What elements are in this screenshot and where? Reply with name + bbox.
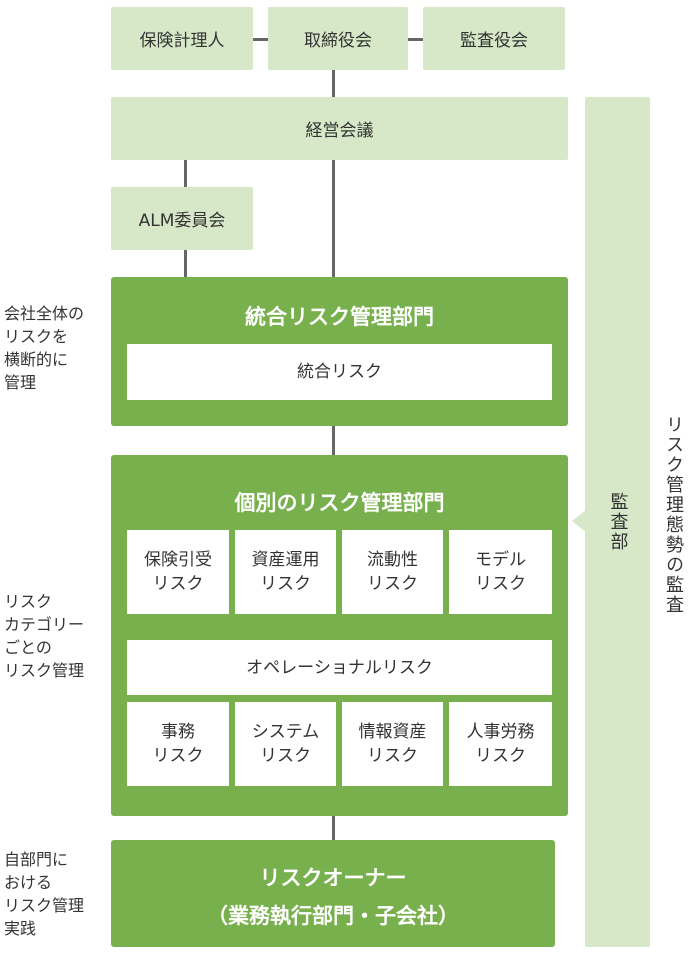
operational-risk-box: オペレーショナルリスク	[127, 640, 552, 695]
connector-board-audit	[408, 38, 423, 41]
hr-labor-risk-box: 人事労務 リスク	[449, 702, 552, 786]
audit-arrow-icon	[572, 510, 586, 532]
management-meeting-box: 経営会議	[111, 97, 568, 160]
alm-committee-box: ALM委員会	[111, 187, 253, 250]
board-box: 取締役会	[268, 7, 408, 70]
audit-department-box: 監査部	[585, 97, 650, 947]
individual-risk-department-title: 個別のリスク管理部門	[234, 491, 445, 515]
model-risk-label: モデル リスク	[475, 550, 526, 594]
hr-labor-risk-label: 人事労務 リスク	[466, 722, 535, 766]
audit-department-label: 監査部	[607, 492, 629, 552]
audit-board-box: 監査役会	[423, 7, 565, 70]
audit-scope-text: リスク管理態勢の監査	[663, 415, 684, 615]
model-risk-box: モデル リスク	[449, 530, 552, 614]
underwriting-risk-label: 保険引受 リスク	[144, 550, 212, 594]
information-asset-risk-box: 情報資産 リスク	[342, 702, 443, 786]
integrated-risk-department-title: 統合リスク管理部門	[245, 305, 434, 329]
alm-committee-label: ALM委員会	[138, 211, 226, 231]
risk-owner-subtitle: （業務執行部門・子会社）	[207, 904, 459, 928]
audit-board-label: 監査役会	[460, 31, 528, 51]
information-asset-risk-label: 情報資産 リスク	[358, 722, 427, 766]
management-meeting-label: 経営会議	[305, 121, 374, 141]
risk-owner-title: リスクオーナー	[259, 866, 407, 890]
audit-scope-label: リスク管理態勢の監査	[656, 410, 690, 620]
side-label-company-wide: 会社全体の リスクを 横断的に 管理	[4, 304, 85, 392]
individual-risk-department: 個別のリスク管理部門 保険引受 リスク 資産運用 リスク 流動性 リスク モデル…	[111, 455, 568, 816]
board-label: 取締役会	[304, 31, 372, 51]
side-label-self-department: 自部門に おける リスク管理 実践	[4, 850, 85, 938]
asset-management-risk-box: 資産運用 リスク	[235, 530, 336, 614]
connector-actuary-board	[253, 38, 268, 41]
asset-management-risk-label: 資産運用 リスク	[251, 550, 320, 594]
system-risk-label: システム リスク	[251, 722, 320, 766]
integrated-risk-box: 統合リスク	[127, 344, 552, 400]
actuary-label: 保険計理人	[139, 31, 225, 51]
system-risk-box: システム リスク	[235, 702, 336, 786]
administrative-risk-box: 事務 リスク	[127, 702, 229, 786]
integrated-risk-label: 統合リスク	[297, 362, 382, 382]
operational-risk-label: オペレーショナルリスク	[246, 657, 433, 678]
actuary-box: 保険計理人	[111, 7, 253, 70]
side-label-by-category: リスク カテゴリー ごとの リスク管理	[4, 592, 85, 680]
liquidity-risk-box: 流動性 リスク	[342, 530, 443, 614]
administrative-risk-label: 事務 リスク	[152, 722, 204, 766]
risk-owner-box: リスクオーナー （業務執行部門・子会社）	[111, 840, 555, 947]
underwriting-risk-box: 保険引受 リスク	[127, 530, 229, 614]
liquidity-risk-label: 流動性 リスク	[367, 550, 418, 594]
integrated-risk-department: 統合リスク管理部門 統合リスク	[111, 277, 568, 426]
